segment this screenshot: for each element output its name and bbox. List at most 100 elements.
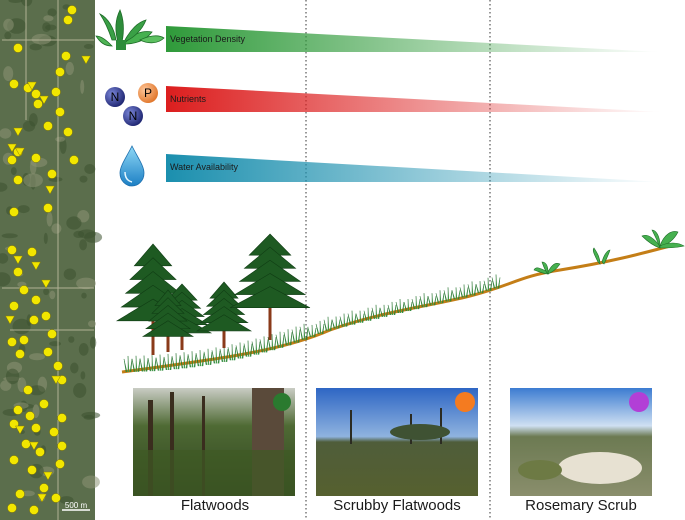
site-circle-marker: [32, 154, 41, 163]
scale-label: 500 m: [65, 501, 88, 510]
map-texture-patch: [30, 44, 42, 51]
site-circle-marker: [32, 90, 41, 99]
zone-label-flatwoods: Flatwoods: [150, 497, 280, 514]
site-circle-marker: [22, 440, 31, 449]
map-texture-patch: [23, 173, 43, 187]
map-texture-patch: [44, 233, 48, 244]
site-circle-marker: [58, 442, 67, 451]
grass-clump: [316, 321, 324, 334]
site-circle-marker: [16, 350, 25, 359]
grass-clump: [292, 327, 300, 343]
site-circle-marker: [8, 338, 17, 347]
map-texture-patch: [73, 383, 86, 398]
site-circle-marker: [30, 506, 39, 515]
site-circle-marker: [10, 456, 19, 465]
map-texture-patch: [49, 291, 55, 300]
pine-trees: [117, 234, 310, 355]
water-availability-wedge: [166, 154, 662, 182]
site-circle-marker: [44, 204, 53, 213]
map-texture-patch: [43, 288, 49, 295]
zone-photo-flatwoods: [133, 388, 295, 496]
map-texture-patch: [32, 34, 52, 45]
vegetation-density-label: Vegetation Density: [170, 34, 245, 44]
grass-clump: [220, 346, 228, 362]
map-texture-patch: [81, 371, 86, 379]
site-circle-marker: [54, 362, 63, 371]
site-circle-marker: [48, 330, 57, 339]
grass-clump: [332, 317, 340, 329]
satellite-map: 500 m: [0, 0, 102, 520]
flatwoods-color-marker: [273, 393, 291, 411]
map-texture-patch: [78, 229, 96, 238]
site-circle-marker: [10, 80, 19, 89]
grass-clump: [124, 356, 132, 372]
map-texture-patch: [4, 32, 11, 40]
grass-clump: [436, 290, 444, 303]
map-texture-patch: [47, 212, 53, 227]
site-circle-marker: [44, 348, 53, 357]
site-circle-marker: [70, 156, 79, 165]
npn-molecule-icon: N P N: [105, 83, 158, 126]
grass-clump: [276, 332, 284, 348]
map-texture-patch: [88, 320, 96, 327]
water-drop-icon: [120, 146, 144, 186]
site-circle-marker: [52, 88, 61, 97]
site-circle-marker: [30, 316, 39, 325]
map-texture-patch: [11, 167, 17, 175]
grass-clump: [460, 284, 468, 297]
palmetto-shrub: [642, 230, 684, 248]
map-texture-patch: [70, 363, 78, 374]
site-circle-marker: [8, 504, 17, 513]
map-texture-patch: [76, 278, 96, 290]
site-circle-marker: [14, 406, 23, 415]
nutrient-letter: N: [129, 109, 138, 123]
grass-clump: [212, 347, 220, 363]
site-circle-marker: [68, 6, 77, 15]
site-circle-marker: [14, 44, 23, 53]
grass-clump: [452, 287, 460, 299]
water-availability-label: Water Availability: [170, 162, 238, 172]
site-circle-marker: [64, 16, 73, 25]
site-circle-marker: [10, 208, 19, 217]
map-texture-patch: [90, 337, 96, 349]
grass-clump: [196, 350, 204, 366]
site-circle-marker: [40, 400, 49, 409]
map-texture-patch: [80, 80, 84, 94]
palmetto-shrub: [534, 262, 560, 274]
map-imagery: [0, 0, 95, 520]
site-circle-marker: [56, 68, 65, 77]
map-texture-patch: [84, 164, 95, 174]
site-circle-marker: [16, 490, 25, 499]
site-circle-marker: [62, 52, 71, 61]
map-texture-patch: [80, 176, 88, 183]
pine-tree-icon: [230, 234, 310, 340]
grass-clump: [444, 287, 452, 301]
map-texture-patch: [55, 137, 65, 142]
site-circle-marker: [48, 170, 57, 179]
zone-label-scrubby-flatwoods: Scrubby Flatwoods: [320, 497, 474, 514]
map-texture-patch: [43, 15, 53, 21]
nutrient-letter: P: [144, 86, 152, 100]
site-circle-marker: [20, 286, 29, 295]
grass-clump: [284, 329, 292, 345]
site-circle-marker: [32, 424, 41, 433]
nutrient-letter: N: [111, 90, 120, 104]
map-texture-patch: [45, 25, 56, 31]
site-circle-marker: [64, 128, 73, 137]
grass-clump: [324, 317, 332, 331]
site-circle-marker: [36, 448, 45, 457]
site-circle-marker: [56, 460, 65, 469]
grass-clump: [188, 351, 196, 367]
site-circle-marker: [28, 248, 37, 257]
site-circle-marker: [50, 428, 59, 437]
map-texture-patch: [29, 353, 45, 360]
site-circle-marker: [26, 412, 35, 421]
site-circle-marker: [20, 336, 29, 345]
map-texture-patch: [23, 121, 35, 132]
grass-clump: [204, 349, 212, 365]
map-texture-patch: [51, 223, 61, 233]
map-texture-patch: [82, 476, 100, 489]
grass-clump: [308, 325, 316, 337]
grass-clump: [300, 324, 308, 340]
